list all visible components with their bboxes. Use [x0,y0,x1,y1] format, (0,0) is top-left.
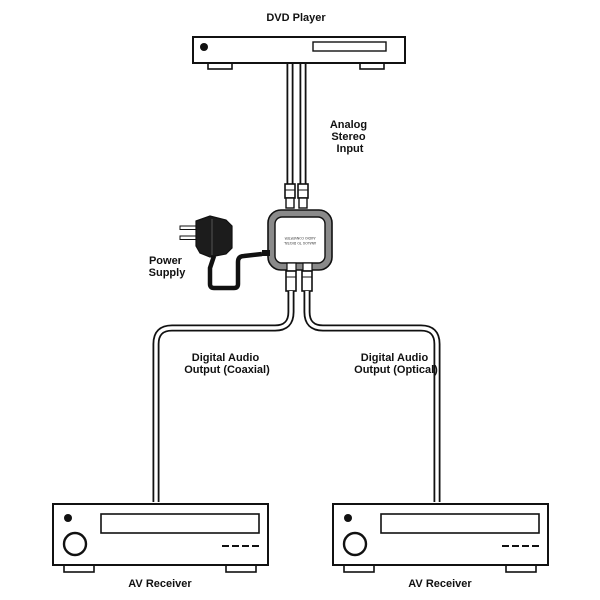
av-receiver-right-label: AV Receiver [408,578,472,590]
coaxial-cable [152,291,295,502]
output-plugs [285,270,313,292]
analog-stereo-input-label: Analog Stereo Input [330,119,370,155]
av-receiver-left-label: AV Receiver [128,578,192,590]
receiver-right-power-button [344,514,352,522]
power-supply [179,215,263,291]
dvd-disc-tray [312,41,387,52]
power-cord [207,251,263,291]
power-supply-label: Power Supply [149,255,187,279]
coaxial-plug [285,270,297,292]
receiver-right-display [380,513,540,534]
audio-converter: ANALOG TO DIGITAL AUDIO CONVERTER [262,209,333,272]
av-receiver-left [52,503,269,573]
converter-print-line2: AUDIO CONVERTER [284,236,316,240]
converter-print-line1: ANALOG TO DIGITAL [284,241,317,245]
receiver-left-power-button [64,514,72,522]
analog-stereo-cables [284,64,309,209]
converter-power-jack [262,250,270,256]
rca-plug-right [297,183,309,199]
power-adapter-body [195,215,233,258]
receiver-left-display [100,513,260,534]
receiver-right-volume-knob [342,531,368,557]
optical-output-label: Digital Audio Output (Optical) [354,352,438,376]
receiver-left-volume-knob [62,531,88,557]
coaxial-output-label: Digital Audio Output (Coaxial) [184,352,270,376]
dvd-player-label: DVD Player [266,12,326,24]
dvd-player [192,36,406,70]
optical-cable [303,291,441,502]
optical-plug [301,270,313,292]
av-receiver-right [332,503,549,573]
rca-plug-left [284,183,296,199]
dvd-power-button [200,43,208,51]
